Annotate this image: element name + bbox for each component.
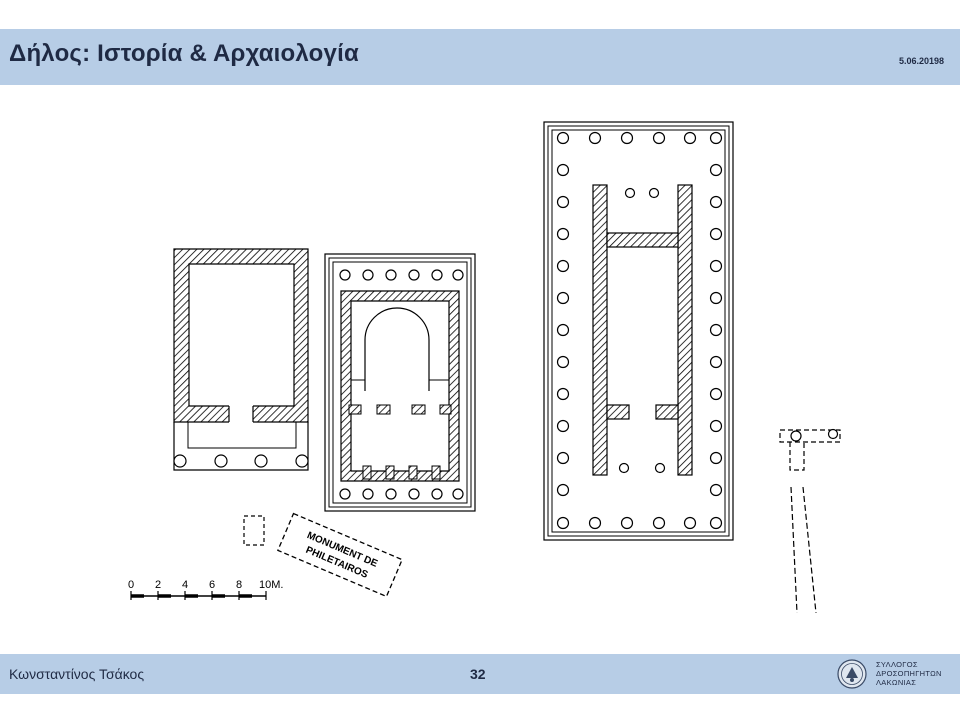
scale-label-6: 6 — [209, 579, 215, 591]
middle-temple-plan — [324, 253, 476, 512]
association-seal-icon — [837, 659, 867, 689]
small-temple-plan — [173, 248, 309, 471]
scale-bar: 0 2 4 6 8 10M. — [128, 579, 283, 600]
scale-label-4: 4 — [182, 579, 188, 591]
org-line-3: ΛΑΚΩΝΙΑΣ — [876, 678, 917, 687]
org-line-1: ΣΥΛΛΟΓΟΣ — [876, 660, 918, 669]
organization-name: ΣΥΛΛΟΓΟΣ ΔΡΟΣΟΠΗΓΗΤΩΝ ΛΑΚΩΝΙΑΣ — [876, 660, 942, 687]
page-number: 32 — [470, 666, 486, 682]
organization-logo: ΣΥΛΛΟΓΟΣ ΔΡΟΣΟΠΗΓΗΤΩΝ ΛΑΚΩΝΙΑΣ — [836, 658, 956, 690]
scale-label-0: 0 — [128, 579, 134, 591]
slide-date: 5.06.20198 — [898, 56, 944, 66]
large-temple-plan — [543, 121, 734, 541]
scale-label-10m: 10M. — [259, 579, 283, 591]
slide-title: Δήλος: Ιστορία & Αρχαιολογία — [9, 40, 359, 67]
temple-floor-plan: MONUMENT DE PHILETAIROS 0 2 4 6 8 10M. — [128, 121, 841, 614]
org-line-2: ΔΡΟΣΟΠΗΓΗΤΩΝ — [876, 669, 942, 678]
scale-label-8: 8 — [236, 579, 242, 591]
slide-header: Δήλος: Ιστορία & Αρχαιολογία 5.06.20198 — [0, 29, 960, 85]
slide-footer: Κωνσταντίνος Τσάκος 32 ΣΥΛΛΟΓΟΣ ΔΡΟΣΟΠΗΓ… — [0, 654, 960, 694]
scale-label-2: 2 — [155, 579, 161, 591]
author-name: Κωνσταντίνος Τσάκος — [9, 666, 145, 682]
stoa-fragment-plan — [779, 428, 841, 614]
